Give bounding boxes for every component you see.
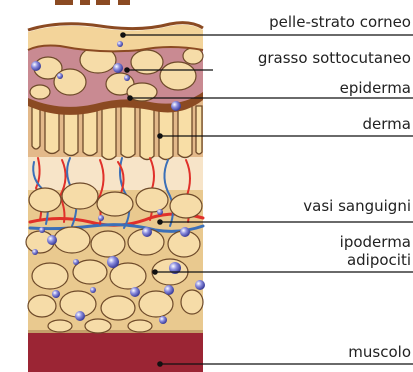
label-muscle: muscolo bbox=[348, 344, 411, 361]
label-hypodermis: ipoderma bbox=[340, 234, 411, 251]
muscle-layer bbox=[28, 330, 203, 372]
label-stratum-corneum: pelle-strato corneo bbox=[269, 14, 411, 31]
label-dermis: derma bbox=[363, 116, 411, 133]
label-blood-vessels: vasi sanguigni bbox=[303, 198, 411, 215]
label-adipocytes: adipociti bbox=[347, 252, 411, 269]
label-subcutaneous-fat: grasso sottocutaneo bbox=[258, 50, 411, 67]
label-epidermis: epiderma bbox=[340, 80, 411, 97]
top-fragment bbox=[55, 0, 130, 5]
